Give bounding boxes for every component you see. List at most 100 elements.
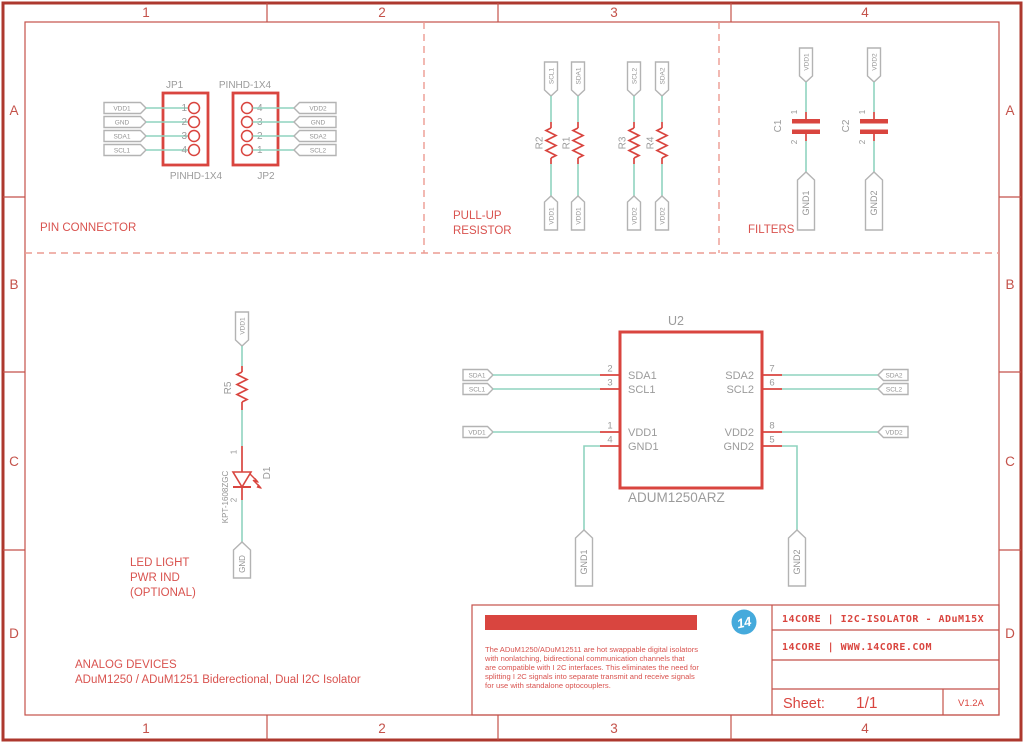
wire-segment <box>782 445 798 530</box>
net-flag-label: GND2 <box>792 549 802 574</box>
14core-logo-text: 14 <box>735 613 753 631</box>
u2-pin-number: 6 <box>769 378 774 389</box>
net-flag-gnd <box>232 541 252 579</box>
cap-pin-number: 1 <box>790 109 799 114</box>
u2-pin-name: SDA2 <box>725 370 754 382</box>
net-flag-scl2 <box>626 61 642 97</box>
net-flag-label: SDA2 <box>886 372 903 379</box>
net-flag-gnd1 <box>574 529 594 587</box>
diode-ref-label: D1 <box>262 466 273 479</box>
cap-plate <box>860 129 888 134</box>
u2-pin-name: GND1 <box>628 441 659 453</box>
net-flag-label: SDA1 <box>469 372 486 379</box>
net-flag-scl2 <box>293 143 337 157</box>
wire-segment <box>583 445 600 530</box>
net-flag-vdd2 <box>877 425 909 439</box>
net-flag-label: VDD1 <box>549 207 556 225</box>
net-flag-scl2 <box>877 382 909 396</box>
jp1-pin-number: 1 <box>181 103 187 114</box>
connector-jp2: PINHD-1X4 JP2 4 VDD2 3 GND 2 SDA2 1 SCL2 <box>219 80 337 182</box>
jp1-pin-circle <box>187 143 201 157</box>
net-flag-label: GND1 <box>579 549 589 574</box>
net-flag-vdd1 <box>543 195 559 231</box>
frame-inner-border <box>24 21 1000 716</box>
u2-pin-name: VDD2 <box>725 427 754 439</box>
title-block-project: 14CORE | I2C-ISOLATOR - ADuM15X <box>782 614 984 625</box>
resistor-zigzag <box>655 127 669 159</box>
net-flag-vdd2 <box>293 101 337 115</box>
jp2-pin-circle <box>240 143 254 157</box>
jp2-pin-circle <box>240 129 254 143</box>
jp1-type-label: PINHD-1X4 <box>170 171 223 182</box>
14core-logo-icon <box>731 609 757 635</box>
resistor-ref-label: R3 <box>618 136 629 149</box>
net-flag-label: SDA2 <box>660 67 667 84</box>
net-flag-label: VDD1 <box>113 105 131 112</box>
pullup-resistor-r3: SCL2 R3 VDD2 <box>618 61 642 231</box>
frame-col-label: 4 <box>861 5 869 20</box>
filter-cap-c1: VDD1 C1 1 2 GND1 <box>773 47 820 231</box>
net-flag-vdd2 <box>866 47 882 83</box>
net-flag-sda2 <box>654 61 670 97</box>
jp2-ref-label: JP2 <box>257 171 275 182</box>
cap-plate <box>860 119 888 124</box>
resistor-zigzag <box>544 127 558 159</box>
u2-pin-name: GND2 <box>723 441 754 453</box>
title-block-sheet-value: 1/1 <box>856 695 878 712</box>
net-flag-label: GND <box>115 119 130 126</box>
led-arrow-head <box>256 484 262 489</box>
jp1-pin-number: 4 <box>181 145 187 156</box>
net-flag-gnd <box>103 115 147 129</box>
cap-ref-label: C1 <box>773 119 784 132</box>
frame-row-label: C <box>9 454 19 469</box>
u2-pin-name: SCL1 <box>628 384 656 396</box>
section-dividers <box>25 22 999 254</box>
u2-pin-number: 8 <box>769 421 774 432</box>
net-flag-sda2 <box>293 129 337 143</box>
diode-part-label: KPT-1608ZGC <box>221 471 230 524</box>
net-flag-vdd1 <box>570 195 586 231</box>
jp1-pin-circle <box>187 101 201 115</box>
net-flag-label: VDD2 <box>885 429 903 436</box>
net-flag-label: SCL2 <box>632 67 639 84</box>
net-flag-label: SDA1 <box>114 133 131 140</box>
net-flag-label: GND1 <box>801 190 811 215</box>
net-flag-scl1 <box>543 61 559 97</box>
frame-col-label: 2 <box>378 5 386 20</box>
frame-col-label: 2 <box>378 721 386 736</box>
net-flag-gnd <box>293 115 337 129</box>
u2-pin-number: 1 <box>607 421 612 432</box>
frame-row-label: B <box>1005 277 1014 292</box>
title-block-red-bar <box>485 615 697 630</box>
net-flag-label: VDD1 <box>240 317 247 335</box>
net-flag-label: VDD2 <box>660 207 667 225</box>
cap-ref-label: C2 <box>841 119 852 132</box>
cap-pin-number: 2 <box>858 139 867 144</box>
frame-row-label: C <box>1005 454 1015 469</box>
net-flag-label: SCL1 <box>549 67 556 84</box>
section-title-filters: FILTERS <box>748 224 795 236</box>
section-title-led-3: (OPTIONAL) <box>130 587 196 599</box>
frame-row-label: A <box>1005 103 1014 118</box>
section-title-pullup-2: RESISTOR <box>453 225 512 237</box>
u2-body <box>618 330 764 490</box>
jp1-ref-label: JP1 <box>166 80 184 91</box>
title-block-description-line: are compatible with I 2C interfaces. Thi… <box>485 663 699 672</box>
pullup-resistor-r2: SCL1 R2 VDD1 <box>535 61 559 231</box>
net-flag-gnd1 <box>796 171 816 231</box>
title-block-website: 14CORE | WWW.14CORE.COM <box>782 642 932 653</box>
led-indicator-circuit: VDD1 R5 1 D1 KPT-1608ZGC 2 GND <box>221 311 273 579</box>
frame-row-label: D <box>1005 626 1015 641</box>
net-flag-label: VDD2 <box>309 105 327 112</box>
diode-pin-number: 2 <box>230 497 239 502</box>
title-block-sheet-label: Sheet: <box>783 696 825 712</box>
net-flag-label: VDD1 <box>804 53 811 71</box>
cap-pin-number: 2 <box>790 139 799 144</box>
frame-col-label: 1 <box>142 5 150 20</box>
frame-col-label: 1 <box>142 721 150 736</box>
pullup-resistor-r4: SDA2 R4 VDD2 <box>646 61 670 231</box>
resistor-ref-label: R5 <box>223 381 234 394</box>
footer-note-line2: ADuM1250 / ADuM1251 Biderectional, Dual … <box>75 674 361 686</box>
section-title-led-1: LED LIGHT <box>130 557 189 569</box>
